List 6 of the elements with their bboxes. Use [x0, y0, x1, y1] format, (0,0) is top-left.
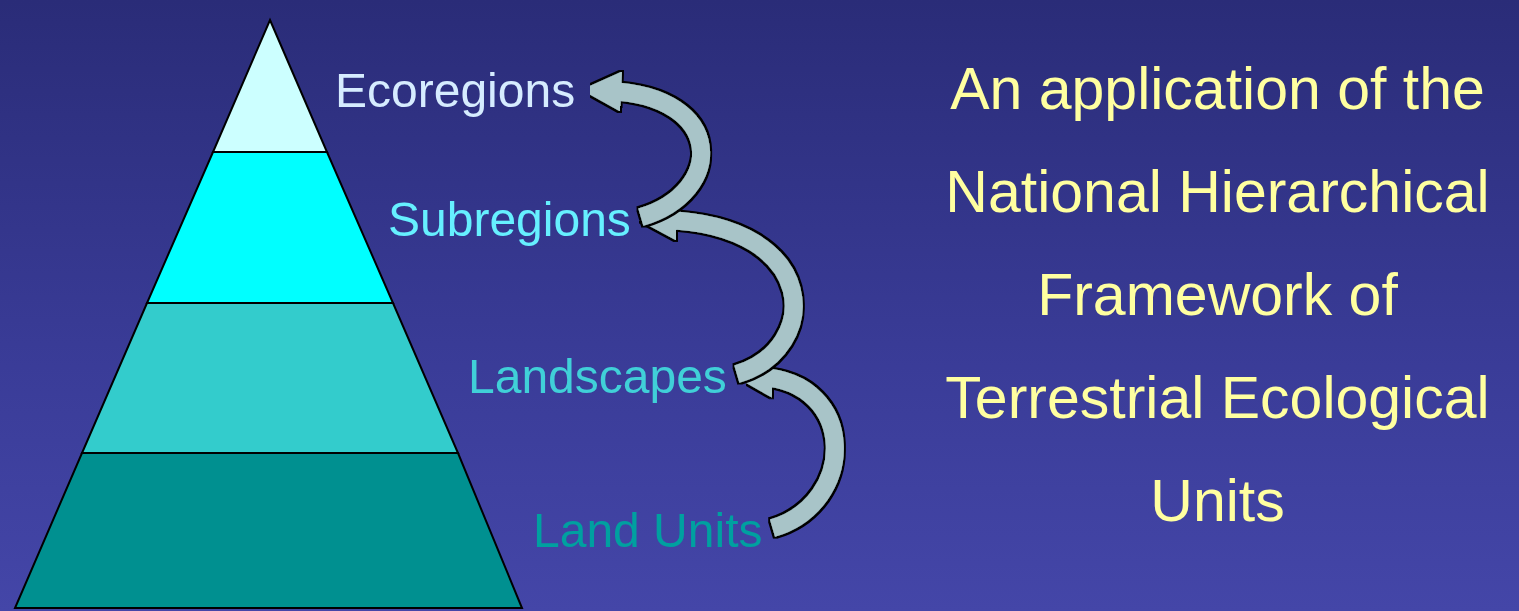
level-label: Land Units — [529, 503, 767, 559]
title: An application of the National Hierarchical Framework of Terrestrial Ecological Units — [944, 55, 1491, 536]
level-label: Ecoregions — [331, 63, 580, 119]
level-label: Subregions — [384, 192, 635, 248]
curved-arrow — [581, 72, 710, 226]
level-label: Landscapes — [464, 349, 731, 405]
